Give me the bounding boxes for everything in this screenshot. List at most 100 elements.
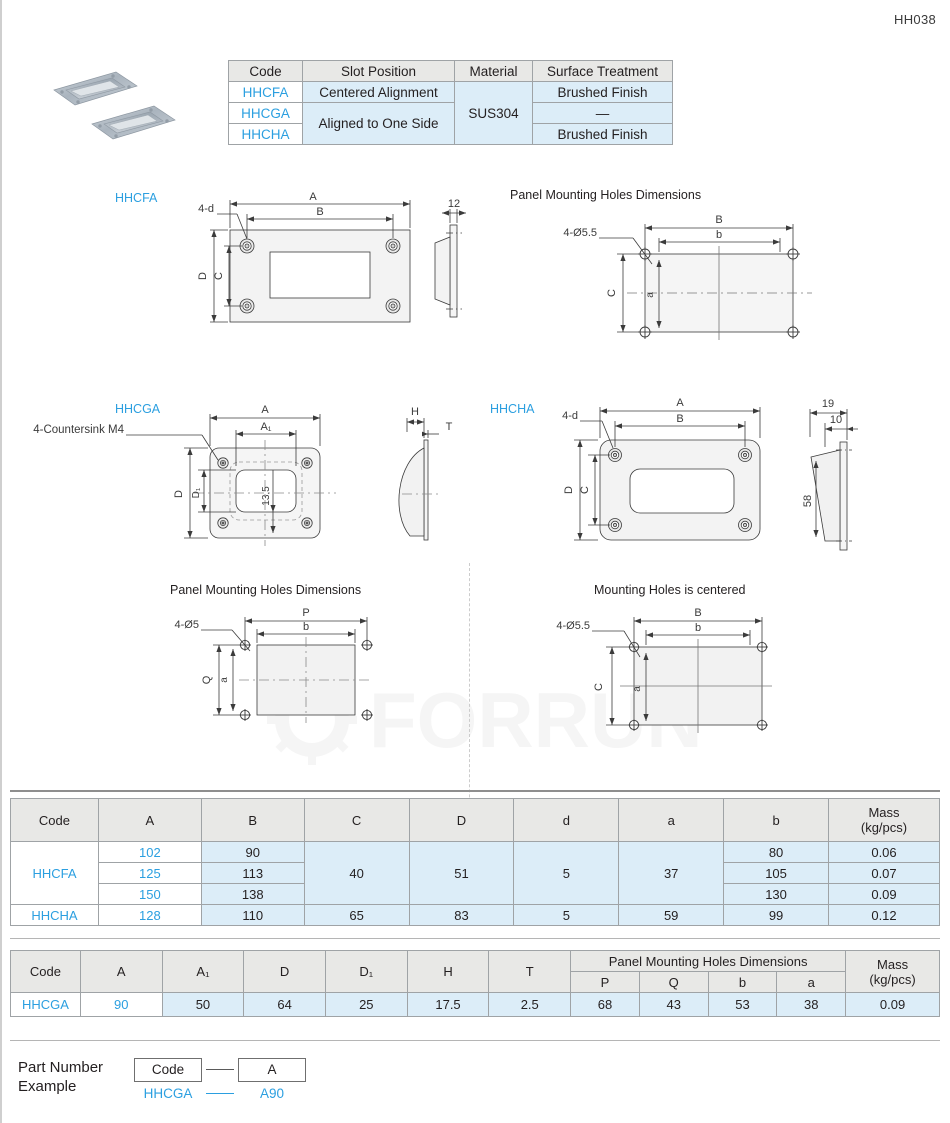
spec-code-hhcga: HHCGA — [228, 102, 303, 124]
t1-b-1: 90 — [200, 841, 305, 863]
dim-thickness-hhcfa: 12 — [448, 198, 460, 210]
spec-slot-hhcga: Aligned to One Side — [302, 102, 455, 145]
dim-b-hhcha: B — [676, 413, 683, 425]
t2-h-b: b — [707, 971, 778, 993]
t2-h-mass-unit: (kg/pcs) — [869, 971, 916, 987]
t1-h-b-small: b — [723, 798, 829, 842]
dim-a-hhcfa: A — [309, 191, 317, 203]
dim-b-hhcfa: B — [316, 206, 323, 218]
t2-h-mass: Mass (kg/pcs) — [845, 950, 940, 993]
caption-panel-holes-ha: Mounting Holes is centered — [594, 583, 746, 597]
dim-d-hhcha: D — [563, 486, 575, 494]
dim-4-dia55-panel-ha: 4-Ø5.5 — [556, 620, 590, 632]
t1-c-hhcfa: 40 — [303, 841, 410, 905]
t2-h-panel-group: Panel Mounting Holes Dimensions — [570, 950, 847, 972]
t1-h-mass-label: Mass — [868, 805, 900, 820]
t2-h-p: P — [570, 971, 640, 993]
dim-b-panel-top: B — [715, 214, 722, 226]
t1-mass-3: 0.09 — [828, 883, 940, 905]
t2-code: HHCGA — [10, 992, 81, 1017]
t1-code-hhcfa: HHCFA — [10, 841, 99, 905]
drawing-hhcfa-side: 12 — [434, 198, 466, 318]
t2-h-q: Q — [638, 971, 709, 993]
t2-h-h: H — [406, 950, 490, 993]
t2-a-small: 38 — [776, 992, 847, 1017]
t1-h-code: Code — [10, 798, 99, 842]
dim-b-panel-ga: b — [303, 621, 309, 633]
dim-c-panel-ha: C — [593, 683, 605, 691]
drawing-label-hhcga: HHCGA — [115, 402, 161, 416]
dim-p-panel-ga: P — [302, 607, 309, 619]
spec-row-hhcga: HHCGA Aligned to One Side — — [228, 102, 673, 145]
drawing-panel-holes-ha: B b C a 4-Ø5.5 — [556, 607, 772, 733]
dim-4-dia5-panel-ga: 4-Ø5 — [175, 619, 199, 631]
table-row: 125 113 105 0.07 — [11, 862, 940, 884]
dim-q-panel-ga: Q — [201, 675, 213, 684]
table1-header-row: Code A B C D d a b Mass (kg/pcs) — [10, 798, 940, 842]
part-number-box-a: A — [238, 1058, 306, 1082]
divider-above-partnumber — [10, 1040, 940, 1041]
part-number-separator — [206, 1069, 234, 1070]
t2-a: 90 — [79, 992, 163, 1017]
t1-bsmall-2: 105 — [723, 862, 829, 884]
part-number-title: Part Number Example — [18, 1058, 103, 1096]
t1-h-d-small: d — [513, 798, 620, 842]
t2-h-a1: A₁ — [161, 950, 245, 993]
t1-dsmall-hhcfa: 5 — [513, 841, 620, 905]
spec-code-hhcfa: HHCFA — [228, 81, 303, 103]
dim-a-panel-top: a — [645, 292, 656, 298]
drawing-hhcga-side: H T — [398, 406, 453, 541]
t1-h-b: B — [200, 798, 305, 842]
t1-h-c: C — [303, 798, 410, 842]
spec-row-hhcha: HHCHA Brushed Finish — [228, 123, 673, 145]
t2-p: 68 — [570, 992, 640, 1017]
caption-panel-holes-top: Panel Mounting Holes Dimensions — [510, 188, 702, 202]
dim-4-dia55-panel-top: 4-Ø5.5 — [563, 227, 597, 239]
t1-b-2: 113 — [200, 862, 305, 884]
t2-h-d: D — [243, 950, 326, 993]
t1-asmall-hhcfa: 37 — [618, 841, 725, 905]
t1-a-1: 102 — [97, 841, 202, 863]
dim-b-small-panel-ha: b — [695, 622, 701, 634]
t2-h-code: Code — [10, 950, 81, 993]
table-row: 150 138 130 0.09 — [11, 883, 940, 905]
table-row: HHCHA 128 110 65 83 5 59 99 0.12 — [10, 904, 940, 926]
dim-4d-hhcha: 4-d — [562, 410, 578, 422]
dim-a1-hhcga: A₁ — [260, 421, 271, 433]
part-number-box-code: Code — [134, 1058, 202, 1082]
part-number-title-line2: Example — [18, 1078, 77, 1095]
t2-h-t: T — [488, 950, 572, 993]
drawing-label-hhcfa: HHCFA — [115, 191, 158, 205]
table2-header-row-2: P Q b a — [11, 971, 940, 993]
document-code: HH038 — [894, 12, 936, 27]
dim-d1-hhcga: D₁ — [191, 487, 202, 498]
dim-countersink-hhcga: 4-Countersink M4 — [33, 424, 124, 436]
caption-panel-holes-ga: Panel Mounting Holes Dimensions — [170, 583, 362, 597]
t1-b-3: 138 — [200, 883, 305, 905]
drawing-panel-holes-top: B b C a 4-Ø5.5 — [563, 214, 812, 340]
t2-q: 43 — [638, 992, 709, 1017]
page-left-border — [0, 0, 2, 1123]
spec-material: SUS304 — [454, 81, 533, 145]
dim-a-panel-ha: a — [632, 686, 643, 692]
spec-header-row: Code Slot Position Material Surface Trea… — [228, 60, 673, 82]
t1-h-a: A — [97, 798, 202, 842]
spec-row-hhcfa: HHCFA Centered Alignment SUS304 Brushed … — [228, 81, 673, 145]
t1-asmall-hhcha: 59 — [618, 904, 725, 926]
t2-h-a: A — [79, 950, 163, 993]
t1-h-a-small: a — [618, 798, 725, 842]
divider-below-table1 — [10, 938, 940, 939]
drawing-hhcga-front: A A₁ D D₁ 13.5 4-Countersink M4 — [33, 404, 336, 546]
dim-c-hhcfa: C — [213, 272, 225, 280]
table-row: HHCFA 102 90 40 51 5 37 80 0.06 — [10, 841, 940, 905]
t1-h-mass: Mass (kg/pcs) — [828, 798, 940, 842]
dim-h-hhcga: H — [411, 406, 419, 418]
t2-h-mass-label: Mass — [877, 956, 909, 972]
t1-h-d: D — [408, 798, 515, 842]
dim-10-hhcha: 10 — [830, 414, 842, 426]
t1-dsmall-hhcha: 5 — [513, 904, 620, 926]
table-row: HHCGA 90 50 64 25 17.5 2.5 68 43 53 38 0… — [10, 992, 940, 1017]
drawing-label-hhcha: HHCHA — [490, 402, 535, 416]
section-divider — [469, 563, 470, 908]
t2-b: 53 — [707, 992, 778, 1017]
